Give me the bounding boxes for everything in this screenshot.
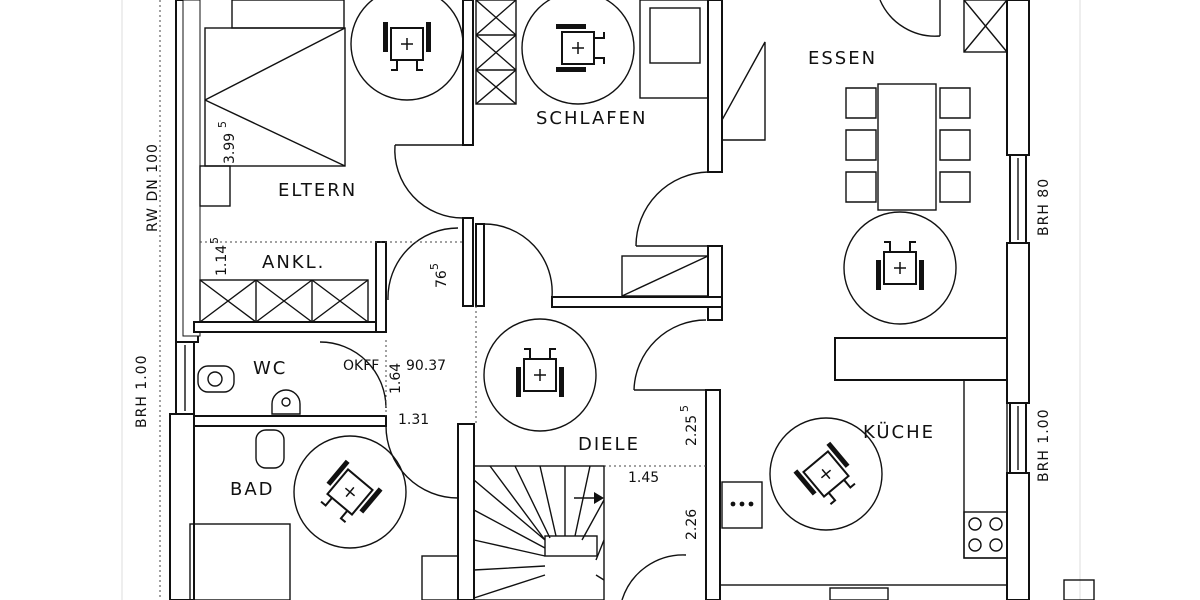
rw-annotation: RW DN 100 — [145, 143, 161, 232]
wheelchair-icon — [556, 24, 605, 72]
bathtub — [189, 523, 291, 600]
wc-sink — [271, 389, 301, 415]
wall-stair-left — [457, 423, 475, 600]
door-schlafen — [483, 223, 553, 298]
wheelchair-icon — [383, 22, 431, 71]
door-ankl — [387, 227, 459, 301]
wall-right-lower — [1006, 472, 1030, 600]
room-label-bad: BAD — [230, 479, 275, 500]
dim-2-26: 2.26 — [684, 509, 700, 540]
wheelchair-icon — [793, 441, 856, 505]
diele-sink — [421, 555, 459, 600]
svg-text:2.25: 2.25 — [684, 415, 700, 446]
kitchen-counter — [834, 337, 1008, 381]
chairs-left — [845, 87, 877, 203]
wheelchair-circle-schlafen — [521, 0, 635, 105]
svg-text:76: 76 — [434, 270, 450, 288]
wall-right-upper — [1006, 0, 1030, 156]
room-label-ankl: ANKL. — [262, 252, 325, 273]
wheelchair-circle-diele — [483, 318, 597, 432]
staircase — [473, 465, 605, 600]
wall-stub-b — [475, 223, 485, 307]
wall-ankl-right — [375, 241, 387, 333]
svg-text:5: 5 — [428, 263, 441, 270]
door-eltern — [394, 144, 464, 219]
room-label-kueche: KÜCHE — [863, 421, 935, 443]
dim-1-64: 1.64 — [388, 363, 404, 394]
brh-right-top: BRH 80 — [1036, 178, 1052, 236]
brh-right-bottom: BRH 1.00 — [1036, 409, 1052, 482]
outside-element — [1063, 579, 1095, 600]
wall-schlafen-essen — [707, 0, 723, 173]
wheelchair-circle-eltern — [350, 0, 464, 101]
wall-right-mid — [1006, 242, 1030, 404]
svg-text:5: 5 — [216, 121, 229, 128]
dim-1-45: 1.45 — [628, 470, 659, 486]
bed-schlafen — [639, 0, 709, 99]
room-label-diele: DIELE — [578, 434, 640, 455]
wall-ankl-bottom — [193, 321, 385, 333]
dim-1-31: 1.31 — [398, 412, 429, 428]
wall-stub-a — [462, 217, 474, 307]
wall-schlafen-bottom — [551, 296, 723, 308]
okff-value: 90.37 — [406, 358, 446, 374]
stove — [721, 481, 763, 529]
wall-wc-bad — [193, 415, 387, 427]
wheelchair-circle-kueche — [769, 417, 883, 531]
svg-text:5: 5 — [678, 405, 691, 412]
room-label-essen: ESSEN — [808, 48, 877, 69]
wheelchair-circle-essen — [843, 211, 957, 325]
door-essen — [635, 171, 709, 247]
walls — [169, 0, 1030, 600]
toilet — [197, 365, 235, 393]
dim-1-14: 1.14 5 — [208, 237, 230, 276]
dining-table — [877, 83, 937, 211]
svg-text:1.14: 1.14 — [214, 245, 230, 276]
bad-toilet — [255, 429, 285, 469]
wheelchair-icon — [320, 459, 383, 523]
brh-left: BRH 1.00 — [134, 355, 150, 428]
wall-schlafen-essen-lower — [707, 245, 723, 321]
door-wc — [319, 341, 387, 409]
wardrobe-schlafen — [475, 0, 517, 105]
door-kueche — [633, 319, 707, 391]
wheelchair-icon — [876, 241, 924, 290]
chairs-right — [939, 87, 971, 203]
wardrobe-schlafen-right — [721, 41, 766, 141]
cooktop — [963, 511, 1008, 559]
shelf-ankl — [199, 279, 369, 323]
dim-76: 76 5 — [428, 263, 450, 288]
wall-diele-kueche — [705, 389, 721, 600]
kitchen-counter-right — [963, 379, 1008, 559]
dim-2-25: 2.25 5 — [678, 405, 700, 446]
kitchen-counter-bottom — [719, 584, 1008, 600]
door-diele-bottom — [621, 554, 687, 600]
svg-text:5: 5 — [208, 237, 221, 244]
svg-text:3.99: 3.99 — [222, 133, 238, 164]
wall-eltern-schlafen — [462, 0, 474, 146]
dim-3-99: 3.99 5 — [216, 121, 238, 164]
room-label-wc: WC — [253, 358, 287, 379]
cabinet-essen — [963, 0, 1008, 53]
door-bad — [385, 425, 459, 499]
room-label-eltern: ELTERN — [278, 180, 357, 201]
wheelchair-circles — [293, 0, 957, 549]
kitchen-sink — [829, 587, 889, 600]
wheelchair-icon — [516, 348, 564, 397]
room-label-schlafen: SCHLAFEN — [536, 108, 647, 129]
furniture — [189, 0, 1095, 600]
shelf-schlafen — [621, 255, 709, 297]
okff-label: OKFF — [343, 358, 379, 374]
wheelchair-circle-bad — [293, 435, 407, 549]
doors — [319, 144, 709, 600]
